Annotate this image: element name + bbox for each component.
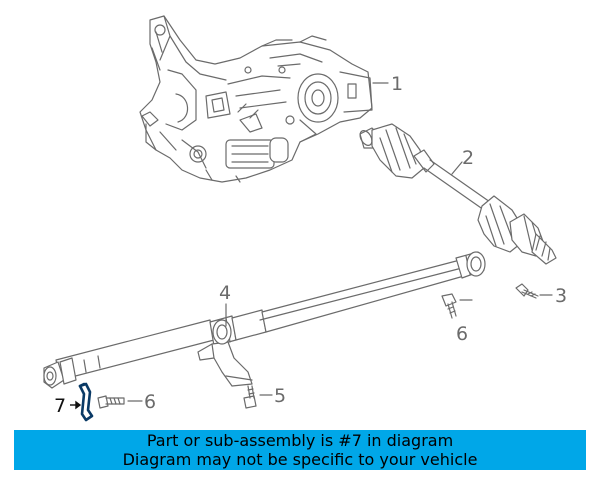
parts-diagram: 1 2 3 4 5 6 6 7 (43, 15, 567, 422)
axle-shaft-icon (359, 123, 557, 265)
callout-4: 4 (219, 282, 231, 304)
bolt-icon (97, 395, 125, 409)
leader-arrow-7 (75, 400, 82, 410)
callout-2: 2 (462, 147, 474, 169)
callout-3: 3 (555, 285, 567, 307)
callout-6-upper: 6 (456, 323, 468, 345)
callout-6-lower: 6 (144, 391, 156, 413)
drive-shaft-icon (43, 251, 486, 389)
banner-line-disclaimer: Diagram may not be specific to your vehi… (122, 450, 478, 469)
bolt-icon (441, 293, 457, 319)
callout-5: 5 (274, 385, 286, 407)
rear-differential-icon (139, 15, 373, 183)
banner-line-part-number: Part or sub-assembly is #7 in diagram (146, 431, 454, 450)
diagram-notice-banner: Part or sub-assembly is #7 in diagram Di… (14, 430, 586, 470)
bolt-icon (515, 283, 539, 299)
leader-line-2 (451, 161, 463, 175)
callout-7: 7 (54, 395, 66, 417)
callout-1: 1 (391, 73, 403, 95)
bolt-icon (243, 385, 257, 409)
bracket-icon (78, 382, 94, 422)
